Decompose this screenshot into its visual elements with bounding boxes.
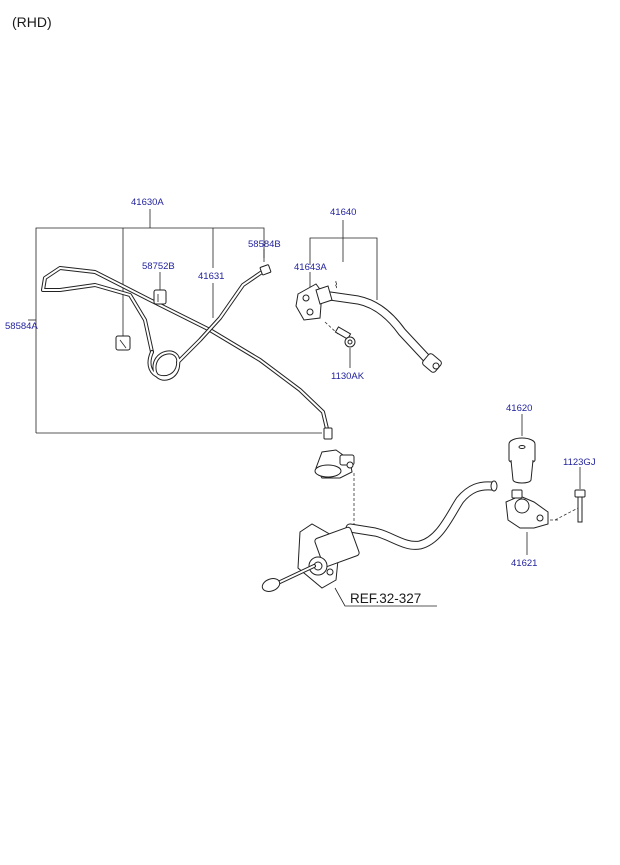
reservoir-41620: [508, 437, 536, 484]
clutch-hose-41640: ⌇: [295, 280, 442, 373]
master-cylinder: [261, 523, 360, 592]
label-58584A: 58584A: [5, 321, 38, 332]
ref-label: REF.32-327: [350, 591, 421, 606]
pipe-clip-58584A: [115, 335, 131, 351]
label-1123GJ: 1123GJ: [563, 457, 596, 468]
pipe-union-fitting: [314, 449, 355, 479]
supply-hose: [345, 480, 498, 550]
variant-label: (RHD): [12, 14, 52, 30]
label-58584B: 58584B: [248, 239, 281, 250]
label-41620: 41620: [506, 403, 532, 414]
svg-text:⌇: ⌇: [334, 280, 338, 290]
hydraulic-pipe-41631: [41, 264, 333, 440]
label-41643A: 41643A: [294, 262, 327, 273]
bolt-1123GJ: [574, 489, 586, 523]
pipe-clip-58752B: [153, 289, 167, 305]
reservoir-bracket-41621: [505, 489, 549, 529]
label-41631: 41631: [198, 271, 224, 282]
label-41640: 41640: [330, 207, 356, 218]
label-41621: 41621: [511, 558, 537, 569]
label-1130AK: 1130AK: [331, 371, 365, 382]
part-labels: 41630A 58584A 58752B 41631 58584B 41640 …: [5, 197, 596, 569]
bolt-1130AK: [334, 326, 356, 348]
label-58752B: 58752B: [142, 261, 175, 272]
label-41630A: 41630A: [131, 197, 164, 208]
